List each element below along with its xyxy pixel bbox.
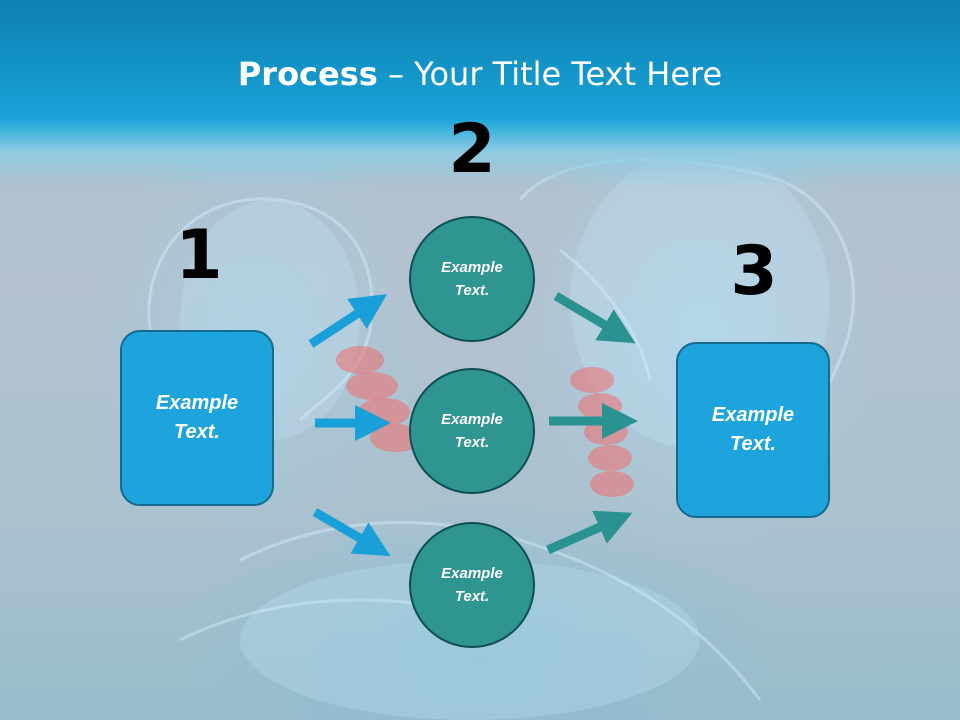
step-2-circle-top: Example Text. [409,216,535,342]
step-number-1: 1 [175,216,223,295]
circle-bottom-text: Example Text. [441,565,503,605]
step-number-2: 2 [448,110,496,189]
slide-title: Process – Your Title Text Here [0,52,960,96]
title-rest: – Your Title Text Here [377,55,723,93]
arrow-right-down-icon [312,508,391,557]
step-number-3: 3 [730,232,778,311]
step-2-circle-middle: Example Text. [409,368,535,494]
circle-top-text: Example Text. [441,259,503,299]
title-bold: Process [237,55,378,93]
arrow-right-up-icon [308,294,388,348]
step-2-circle-bottom: Example Text. [409,522,535,648]
step-3-box: Example Text. [676,342,830,518]
step-1-box: Example Text. [120,330,274,506]
arrow-right-down-icon [553,292,636,344]
arrow-right-up-icon [546,510,633,555]
circle-middle-text: Example Text. [441,411,503,451]
step-3-text: Example Text. [711,404,795,455]
header-band [0,0,960,190]
step-1-text: Example Text. [155,392,239,443]
